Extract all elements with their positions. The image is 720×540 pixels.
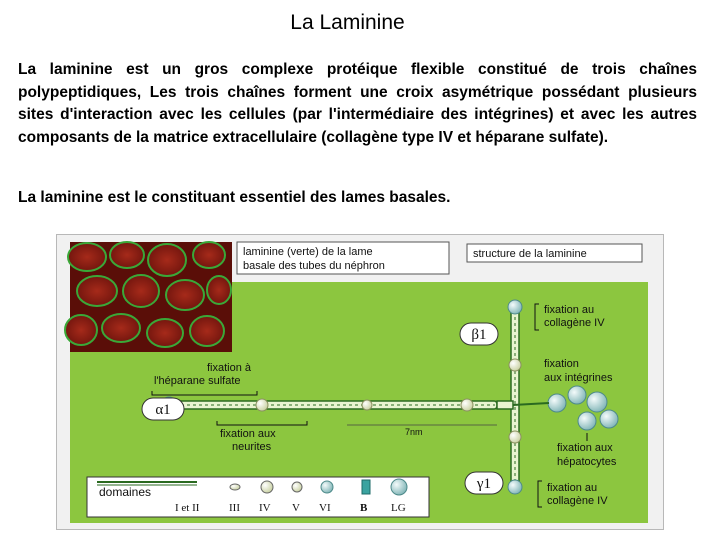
scale-label: 7nm bbox=[405, 427, 423, 437]
domain-label-i-ii: I et II bbox=[175, 502, 200, 514]
page-title: La Laminine bbox=[0, 11, 695, 35]
domain-label-vi: VI bbox=[319, 502, 331, 514]
legend-domain-iv bbox=[261, 481, 273, 493]
summary-paragraph: La laminine est le constituant essentiel… bbox=[18, 187, 697, 210]
domain-label-v: V bbox=[292, 502, 300, 514]
annot-integrines-1: fixation bbox=[544, 358, 579, 370]
annot-hepatocytes-1: fixation aux bbox=[557, 442, 613, 454]
gamma-chain-label: γ1 bbox=[476, 476, 491, 492]
annot-hepatocytes-2: hépatocytes bbox=[557, 456, 617, 468]
laminin-structure-diagram: laminine (verte) de la lame basale des t… bbox=[57, 235, 663, 529]
annot-integrines-2: aux intégrines bbox=[544, 372, 613, 384]
domain-label-lg: LG bbox=[391, 502, 406, 514]
legend-domain-lg bbox=[391, 479, 407, 495]
structure-title: structure de la laminine bbox=[473, 248, 587, 260]
annot-neurites-1: fixation aux bbox=[220, 428, 276, 440]
domains-label: domaines bbox=[99, 485, 151, 499]
legend-domain-vi bbox=[321, 481, 333, 493]
annot-heparane-1: fixation à bbox=[207, 362, 252, 374]
annot-neurites-2: neurites bbox=[232, 441, 272, 453]
annot-collagene-top-2: collagène IV bbox=[544, 317, 605, 329]
annot-collagene-bottom-2: collagène IV bbox=[547, 495, 608, 507]
annot-collagene-bottom-1: fixation au bbox=[547, 482, 597, 494]
micrograph-image bbox=[65, 242, 232, 352]
domain-label-b: B bbox=[360, 502, 368, 514]
alpha-chain-label: α1 bbox=[155, 402, 170, 418]
micrograph-caption-line2: basale des tubes du néphron bbox=[243, 260, 385, 272]
domain-label-iv: IV bbox=[259, 502, 271, 514]
laminin-figure: laminine (verte) de la lame basale des t… bbox=[56, 234, 664, 530]
beta-chain-label: β1 bbox=[471, 327, 486, 343]
intro-paragraph: La laminine est un gros complexe protéiq… bbox=[18, 59, 697, 149]
legend-domain-iii bbox=[230, 484, 240, 490]
micrograph-caption-line1: laminine (verte) de la lame bbox=[243, 246, 373, 258]
annot-collagene-top-1: fixation au bbox=[544, 304, 594, 316]
legend-domain-v bbox=[292, 482, 302, 492]
legend-domain-b bbox=[362, 480, 370, 494]
annot-heparane-2: l'héparane sulfate bbox=[154, 375, 241, 387]
domain-label-iii: III bbox=[229, 502, 240, 514]
